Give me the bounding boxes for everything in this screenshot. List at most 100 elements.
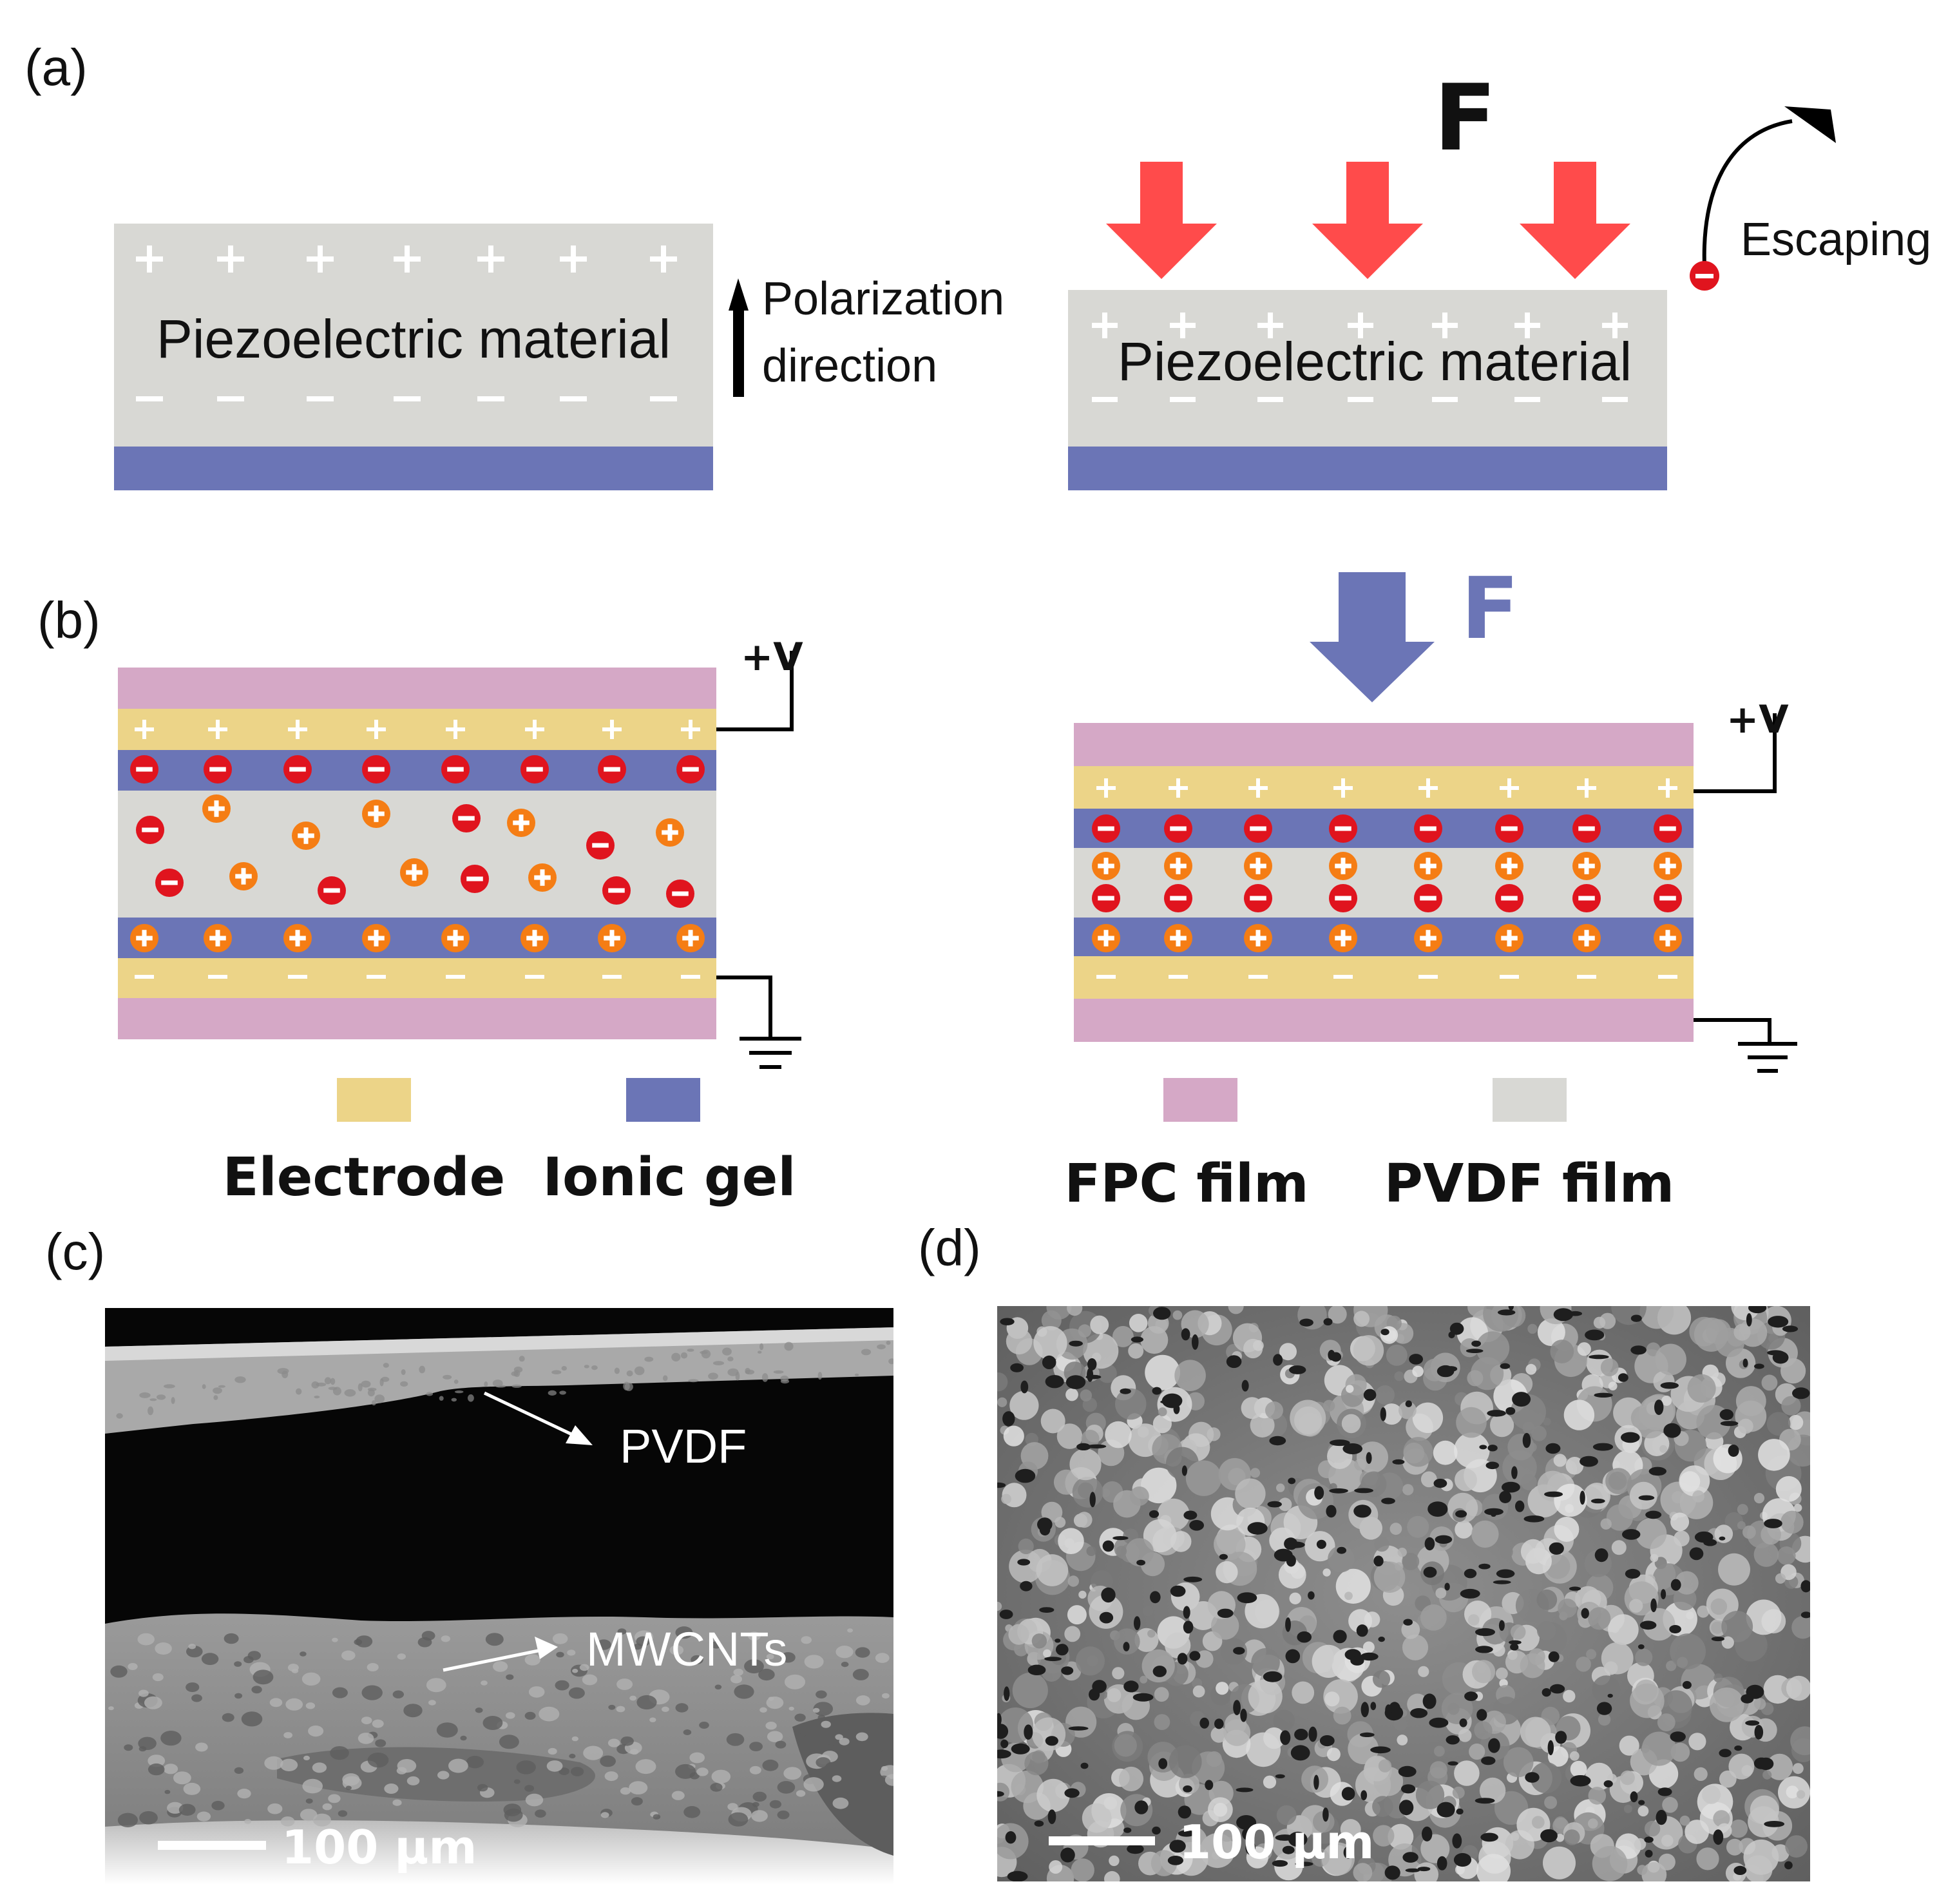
cation-icon [1164,924,1192,952]
cation-icon [362,800,390,828]
plus-sign [560,245,587,273]
anion-icon [1572,814,1601,843]
piezo-block-left: Piezoelectric material [114,224,713,490]
minus-sign [394,396,421,401]
minus-sign [1500,975,1519,979]
capacitor-stack-right [1074,723,1694,1042]
fpc-film-bottom-left [118,998,716,1039]
ion-charges-left [130,720,705,979]
anion-icon [1244,884,1272,912]
electrode-bottom-left-b [118,958,716,998]
legend-label-fpc-film: FPC film [1064,1153,1308,1215]
cation-icon [507,809,535,837]
cation-icon [204,924,232,952]
sem-texture-d [997,1306,1810,1881]
minus-sign [602,975,622,979]
cation-icon [1244,852,1272,880]
cation-icon [1495,924,1523,952]
polarization-label-line2: direction [762,340,937,392]
force-label-a: F [1434,65,1496,171]
fpc-film-top-left [118,668,716,709]
positive-charges-left [136,245,677,273]
annotation-mwcnts-label: MWCNTs [586,1622,787,1676]
anion-icon [452,804,481,832]
ion-charges-right [1092,778,1682,979]
minus-sign [1257,397,1283,402]
legend-swatch-pvdf-film [1493,1078,1567,1122]
plus-sign [1348,313,1373,338]
minus-sign [1418,975,1438,979]
minus-sign [135,975,154,979]
minus-sign [650,396,677,401]
cation-icon [292,822,320,850]
cation-icon [1092,852,1120,880]
plus-sign [1577,778,1596,798]
positive-charges-right [1092,313,1628,338]
anion-icon [598,755,626,784]
minus-sign [681,975,700,979]
cation-icon [202,794,231,823]
anion-icon [1092,884,1120,912]
force-arrow-3 [1520,162,1630,279]
minus-sign [1170,397,1196,402]
cation-icon [400,858,428,887]
cation-icon [1329,852,1357,880]
cation-icon [1244,924,1272,952]
minus-sign [1602,397,1628,402]
minus-sign [477,396,504,401]
minus-sign [367,975,386,979]
scale-bar-c-label: 100 µm [282,1820,477,1874]
minus-sign [560,396,587,401]
cation-icon [1329,924,1357,952]
cation-icon [528,863,557,892]
anion-icon [1164,884,1192,912]
voltage-label-right: +V [1726,697,1789,742]
anion-icon [136,816,164,844]
electrode-bottom-left [114,447,713,490]
annotation-pvdf: PVDF [483,1391,747,1473]
anion-icon [130,755,158,784]
anion-icon [155,869,184,897]
minus-sign [307,396,334,401]
electrode-top-right [1074,766,1694,809]
plus-sign [1248,778,1268,798]
anion-icon [1654,814,1682,843]
plus-sign [367,720,386,739]
anion-icon [283,755,312,784]
fpc-film-bottom-right [1074,999,1694,1042]
cation-icon [1495,852,1523,880]
cation-icon [229,862,258,890]
plus-sign [1169,778,1188,798]
force-label-b: F [1461,559,1519,659]
cation-icon [362,924,390,952]
legend-label-electrode: Electrode [223,1147,506,1208]
minus-sign [525,975,544,979]
plus-sign [217,245,244,273]
polarization-label-line1: Polarization [762,273,1004,325]
minus-sign [1348,397,1373,402]
minus-sign [288,975,307,979]
anion-icon [1414,884,1442,912]
legend: Electrode Ionic gel FPC film PVDF film [223,1078,1674,1215]
polarization-arrow [729,278,749,397]
plus-sign [1418,778,1438,798]
piezo-material-right [1068,290,1667,447]
minus-sign [136,396,163,401]
plus-sign [1514,313,1540,338]
plus-sign [1170,313,1196,338]
cation-icon [130,924,158,952]
legend-label-ionic-gel: Ionic gel [543,1147,796,1208]
piezo-label-left: Piezoelectric material [157,309,671,369]
plus-sign [307,245,334,273]
anion-icon [1414,814,1442,843]
plus-sign [1096,778,1116,798]
plus-sign [477,245,504,273]
plus-sign [525,720,544,739]
anion-icon [362,755,390,784]
plus-sign [446,720,465,739]
anion-icon [1654,884,1682,912]
plus-sign [135,720,154,739]
annotation-pvdf-label: PVDF [620,1419,747,1473]
force-arrow-blue [1310,572,1435,702]
plus-sign [394,245,421,273]
